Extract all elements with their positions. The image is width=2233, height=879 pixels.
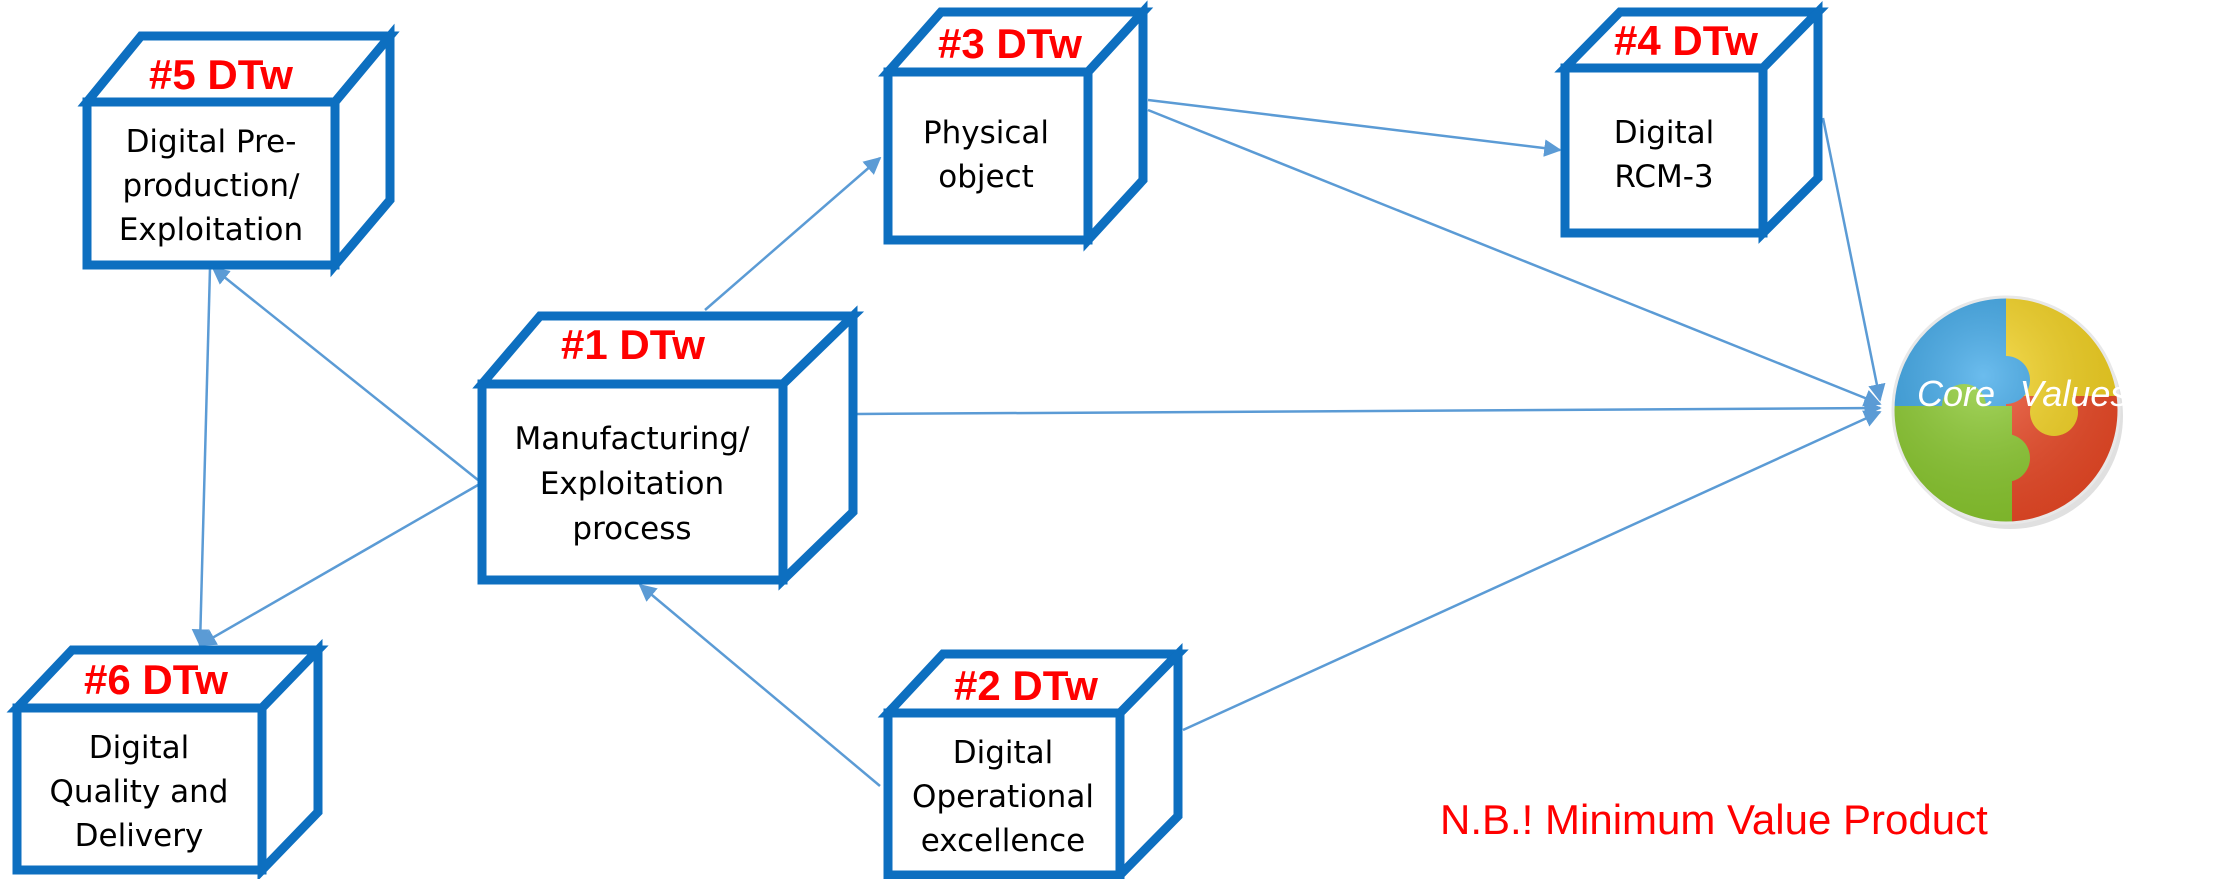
arrow-dtw4-to-core-values xyxy=(1821,117,1886,402)
dtw-box-5: #5 DTw Digital Pre- production/ Exploita… xyxy=(77,23,400,278)
box-text-line-3: excellence xyxy=(921,823,1086,859)
box-text-line-2: production/ xyxy=(123,168,300,204)
box-text-line-3: process xyxy=(572,511,691,547)
box-label: #2 DTw xyxy=(954,662,1098,709)
arrow-dtw1-to-dtw6 xyxy=(198,483,479,647)
box-front-face xyxy=(82,97,340,270)
box-text-line-1: Digital xyxy=(89,730,190,766)
box-front-face xyxy=(883,708,1125,879)
values-word: Values xyxy=(2020,373,2129,414)
dtw-box-3: #3 DTw Physical object xyxy=(878,0,1154,252)
box-front-face xyxy=(883,67,1093,245)
dtw-box-1: #1 DTw Manufacturing/ Exploitation proce… xyxy=(472,305,865,591)
box-label: #6 DTw xyxy=(84,656,228,703)
arrow-dtw3-to-dtw4 xyxy=(1147,98,1562,157)
box-text-line-1: Physical xyxy=(923,115,1049,151)
box-text-line-3: Exploitation xyxy=(119,212,303,248)
box-text-line-2: Operational xyxy=(912,779,1094,815)
box-front-face xyxy=(12,703,267,875)
box-text-line-2: Quality and xyxy=(50,774,229,810)
core-word: Core xyxy=(1917,373,1995,414)
minimum-value-product-note: N.B.! Minimum Value Product xyxy=(1440,796,1988,843)
box-front-face xyxy=(477,379,788,585)
box-text-line-2: RCM-3 xyxy=(1614,159,1713,195)
box-label: #5 DTw xyxy=(149,51,293,98)
arrow-dtw1-to-dtw3 xyxy=(704,156,882,311)
box-text-line-2: Exploitation xyxy=(540,466,724,502)
box-label: #1 DTw xyxy=(561,321,705,368)
box-label: #4 DTw xyxy=(1614,17,1758,64)
arrow-dtw5-to-dtw6 xyxy=(191,267,212,647)
box-text-line-1: Manufacturing/ xyxy=(515,421,750,457)
box-front-face xyxy=(1560,63,1768,238)
arrow-dtw1-to-dtw5 xyxy=(211,266,479,481)
arrow-dtw2-to-core-values xyxy=(1182,410,1882,732)
connector-arrows xyxy=(191,98,1886,787)
box-label: #3 DTw xyxy=(938,20,1082,67)
box-text-line-2: object xyxy=(938,159,1034,195)
arrow-dtw1-to-core-values xyxy=(856,399,1882,417)
arrow-dtw3-to-core-values xyxy=(1147,108,1882,407)
core-values-puzzle-icon: Core Values xyxy=(1891,295,2129,529)
box-text-line-1: Digital xyxy=(953,735,1054,771)
dtw-box-6: #6 DTw Digital Quality and Delivery xyxy=(6,638,329,879)
dtw-box-4: #4 DTw Digital RCM-3 xyxy=(1554,0,1829,244)
dtw-box-2: #2 DTw Digital Operational excellence xyxy=(877,643,1189,879)
box-text-line-3: Delivery xyxy=(75,818,204,854)
box-text-line-1: Digital xyxy=(1614,115,1715,151)
box-text-line-1: Digital Pre- xyxy=(126,124,297,160)
arrow-dtw2-to-dtw1 xyxy=(638,583,881,787)
